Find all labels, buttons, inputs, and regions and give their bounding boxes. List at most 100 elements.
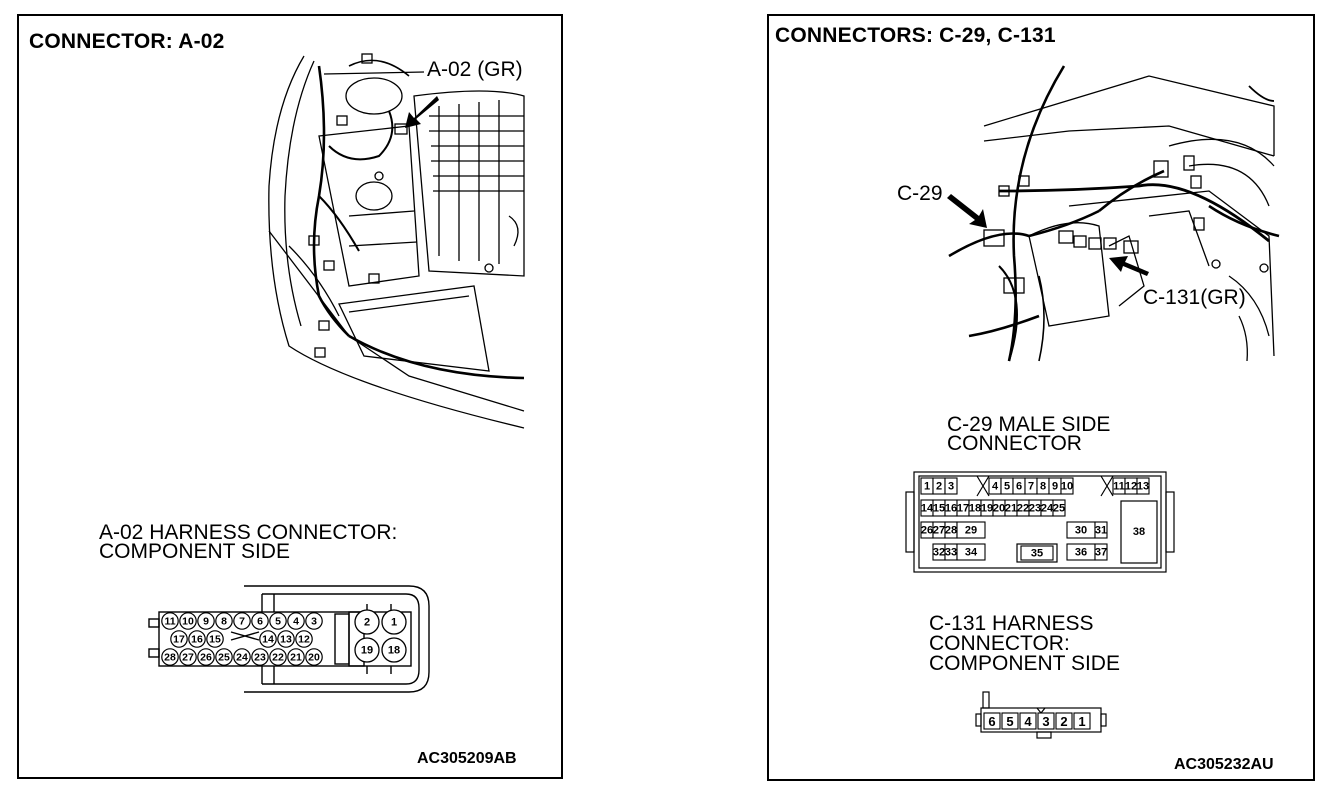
- c29-pin-number: 20: [993, 503, 1005, 515]
- a02-pin-number: 2: [364, 617, 370, 629]
- c131-pin-number: 6: [988, 714, 995, 729]
- a02-pin-number: 9: [203, 616, 209, 628]
- c29-pin: 16: [944, 499, 958, 517]
- a02-pin: 9: [197, 612, 215, 630]
- c29-pin: 23: [1028, 499, 1042, 517]
- a02-pin-number: 14: [262, 634, 274, 646]
- c29-pin-number: 32: [933, 547, 945, 559]
- a02-pin-number: 15: [209, 634, 221, 646]
- c29-pin-number: 9: [1052, 481, 1058, 493]
- c131-pin-number: 4: [1024, 714, 1032, 729]
- a02-pin-number: 10: [182, 616, 194, 628]
- c29-pin-number: 4: [992, 481, 999, 493]
- a02-pin: 15: [206, 630, 224, 648]
- a02-pin-large: 2: [354, 609, 380, 635]
- c29-pin-number: 3: [948, 481, 954, 493]
- a02-pin: 16: [188, 630, 206, 648]
- c29-pin-number: 38: [1133, 526, 1145, 538]
- a02-pin: 21: [287, 648, 305, 666]
- a02-pin: 28: [161, 648, 179, 666]
- c29-pin-number: 18: [969, 503, 981, 515]
- a02-pin-number: 20: [308, 652, 320, 664]
- c29-pin: 2: [932, 477, 946, 495]
- c29-pin-number: 34: [965, 547, 978, 559]
- a02-pin: 3: [305, 612, 323, 630]
- c29-pin-number: 6: [1016, 481, 1022, 493]
- c131-pin: 6: [983, 712, 1001, 730]
- c29-pin: 7: [1024, 477, 1038, 495]
- a02-pin: 13: [277, 630, 295, 648]
- a02-pin: 14: [259, 630, 277, 648]
- c29-pin: 10: [1060, 477, 1074, 495]
- c29-pin: 19: [980, 499, 994, 517]
- a02-pin-number: 28: [164, 652, 176, 664]
- c131-pin-number: 2: [1060, 714, 1067, 729]
- a02-pin: 20: [305, 648, 323, 666]
- a02-pin: 27: [179, 648, 197, 666]
- a02-pin-number: 22: [272, 652, 284, 664]
- c29-connector-label-line2: CONNECTOR: [947, 432, 1082, 455]
- a02-pin-number: 8: [221, 616, 227, 628]
- a02-pin-number: 1: [391, 617, 397, 629]
- c29-pin-number: 21: [1005, 503, 1017, 515]
- c131-pin-number: 1: [1078, 714, 1085, 729]
- a02-pin-number: 13: [280, 634, 292, 646]
- a02-pin-number: 25: [218, 652, 230, 664]
- c131-connector-label-line1: C-131 HARNESS: [929, 612, 1094, 635]
- panel-title: CONNECTOR: A-02: [29, 30, 225, 53]
- c29-pin: 17: [956, 499, 970, 517]
- c29-pin-number: 24: [1041, 503, 1054, 515]
- c29-pin-number: 31: [1095, 525, 1107, 537]
- c29-pin-number: 5: [1004, 481, 1010, 493]
- a02-pin: 25: [215, 648, 233, 666]
- figure-code: AC305209AB: [417, 750, 517, 767]
- c29-pin-number: 22: [1017, 503, 1029, 515]
- c131-connector-label-line2: CONNECTOR:: [929, 632, 1070, 655]
- a02-pin: 17: [170, 630, 188, 648]
- a02-pin: 8: [215, 612, 233, 630]
- c131-pin: 4: [1019, 712, 1037, 730]
- figure-code: AC305232AU: [1174, 756, 1274, 773]
- c29-pin-number: 28: [945, 525, 957, 537]
- a02-pin-large: 19: [354, 637, 380, 663]
- c29-pin: 24: [1040, 499, 1054, 517]
- a02-pin-number: 23: [254, 652, 266, 664]
- c29-pin-number: 19: [981, 503, 993, 515]
- c29-pin-number: 35: [1031, 548, 1043, 560]
- a02-pin: 24: [233, 648, 251, 666]
- a02-pin: 26: [197, 648, 215, 666]
- a02-pin: 4: [287, 612, 305, 630]
- c29-pin: 14: [920, 499, 934, 517]
- c29-pin-number: 37: [1095, 547, 1107, 559]
- c29-pin-number: 7: [1028, 481, 1034, 493]
- a02-pin-number: 12: [298, 634, 310, 646]
- c29-pin-number: 17: [957, 503, 969, 515]
- c29-pin: 9: [1048, 477, 1062, 495]
- c29-pin: 20: [992, 499, 1006, 517]
- c29-pin-number: 27: [933, 525, 945, 537]
- c29-pin: 8: [1036, 477, 1050, 495]
- c29-pin-number: 16: [945, 503, 957, 515]
- c29-pin: 33: [944, 543, 958, 561]
- c29-pin: 30: [1066, 521, 1096, 539]
- a02-pin-number: 4: [293, 616, 299, 628]
- c29-pin: 11: [1112, 477, 1126, 495]
- a02-pin: 23: [251, 648, 269, 666]
- c131-callout-label: C-131(GR): [1143, 286, 1246, 309]
- c29-pin: 18: [968, 499, 982, 517]
- c29-pin-large: 38: [1133, 526, 1145, 538]
- c29-pin-number: 1: [924, 481, 930, 493]
- a02-pin: 11: [161, 612, 179, 630]
- c29-pin: 12: [1124, 477, 1138, 495]
- c29-pin-number: 29: [965, 525, 977, 537]
- c29-pin-number: 26: [921, 525, 933, 537]
- c29-pin-number: 2: [936, 481, 942, 493]
- a02-pin: 22: [269, 648, 287, 666]
- c131-pin-number: 5: [1006, 714, 1013, 729]
- a02-pin: 12: [295, 630, 313, 648]
- c29-pin-number: 30: [1075, 525, 1087, 537]
- c29-pin: 34: [956, 543, 986, 561]
- c29-pin: 3: [944, 477, 958, 495]
- a02-pin-number: 19: [361, 645, 373, 657]
